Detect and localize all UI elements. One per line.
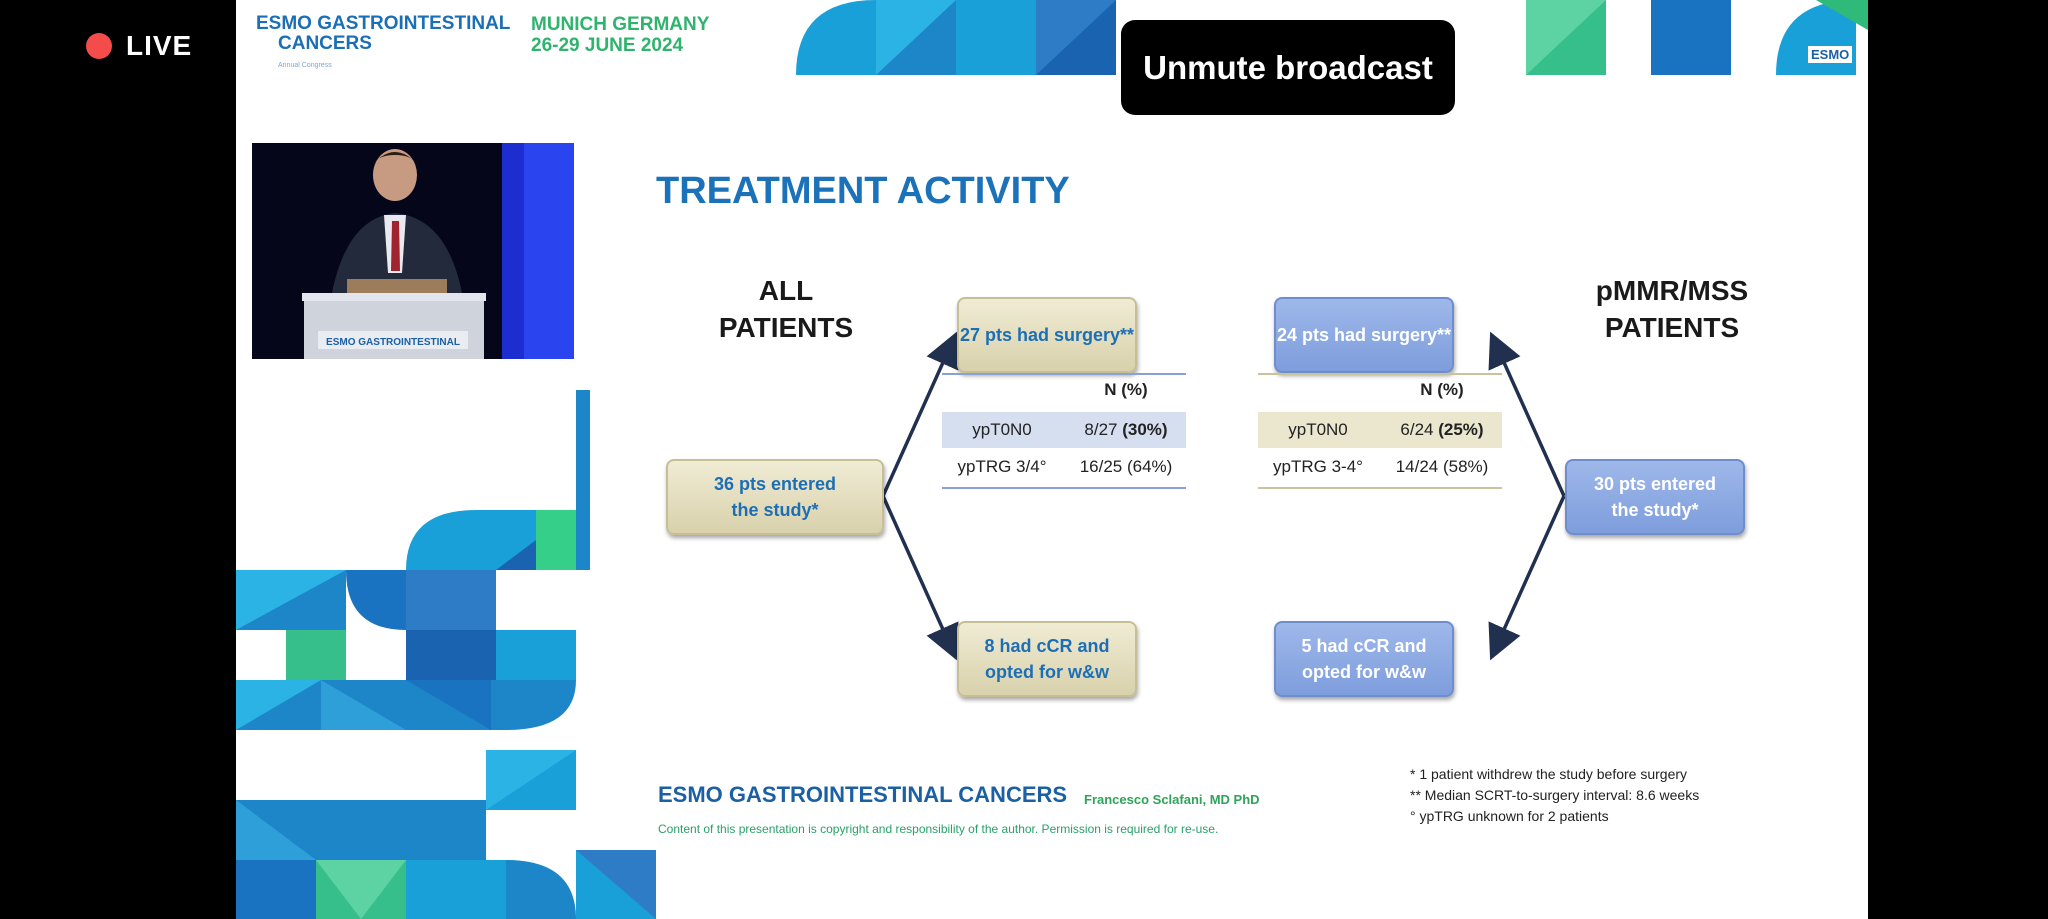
- table-cell-label: ypTRG 3/4°: [957, 457, 1047, 476]
- table-header-n: N (%): [1420, 380, 1464, 399]
- congress-logo-line1: ESMO GASTROINTESTINAL: [256, 13, 511, 34]
- live-indicator: LIVE: [86, 30, 192, 62]
- all-patients-line1: ALL: [758, 275, 814, 306]
- congress-logo-sub: Annual Congress: [278, 62, 332, 69]
- table-cell-value: 8/27 (30%): [1084, 420, 1168, 439]
- footnote: * 1 patient withdrew the study before su…: [1410, 766, 1688, 782]
- footer-copyright: Content of this presentation is copyrigh…: [658, 822, 1219, 836]
- congress-location: MUNICH GERMANY 26-29 JUNE 2024: [531, 14, 709, 56]
- presentation-slide: ESMO GASTROINTESTINAL CANCERS Annual Con…: [236, 0, 1868, 919]
- pmmr-ccr-box: 5 had cCR and opted for w&w: [1274, 621, 1454, 697]
- live-label: LIVE: [126, 30, 193, 61]
- table-header-row: N (%): [942, 372, 1186, 408]
- pmmr-patients-table: N (%) ypT0N0 6/24 (25%) ypTRG 3-4° 14/24…: [1258, 372, 1502, 492]
- pmmr-entered-box: 30 pts entered the study*: [1565, 459, 1745, 535]
- esmo-badge: ESMO: [1808, 46, 1853, 63]
- pmmr-ccr-line1: 5 had cCR and: [1301, 636, 1427, 656]
- live-dot-icon: [86, 33, 112, 59]
- all-patients-label: ALL PATIENTS: [686, 272, 886, 346]
- all-surgery-box: 27 pts had surgery**: [957, 297, 1137, 373]
- all-patients-line2: PATIENTS: [718, 312, 854, 343]
- pmmr-entered-line2: the study*: [1611, 500, 1699, 520]
- table-row: ypT0N0 8/27 (30%): [942, 412, 1186, 448]
- slide-title: TREATMENT ACTIVITY: [656, 170, 1070, 212]
- header-decoration: [796, 0, 1868, 75]
- table-cell-label: ypT0N0: [1288, 420, 1348, 439]
- unmute-broadcast-button[interactable]: Unmute broadcast: [1121, 20, 1455, 115]
- flow-arrows: [881, 331, 1566, 661]
- all-patients-table: N (%) ypT0N0 8/27 (30%) ypTRG 3/4° 16/25…: [942, 372, 1186, 492]
- speaker-video-thumbnail[interactable]: ESMO GASTROINTESTINAL: [252, 143, 574, 359]
- pmmr-surgery-box: 24 pts had surgery**: [1274, 297, 1454, 373]
- all-entered-line1: 36 pts entered: [713, 474, 837, 494]
- footer-logo: ESMO GASTROINTESTINAL CANCERS: [658, 782, 1068, 807]
- table-header-row: N (%): [1258, 372, 1502, 408]
- table-cell-value: 14/24 (58%): [1395, 457, 1489, 476]
- congress-dates: 26-29 JUNE 2024: [531, 35, 684, 56]
- table-row: ypTRG 3-4° 14/24 (58%): [1258, 449, 1502, 485]
- congress-city: MUNICH GERMANY: [531, 14, 710, 35]
- all-ccr-line1: 8 had cCR and: [984, 636, 1110, 656]
- all-ccr-box: 8 had cCR and opted for w&w: [957, 621, 1137, 697]
- table-cell-label: ypT0N0: [972, 420, 1032, 439]
- footer-author: Francesco Sclafani, MD PhD: [1084, 792, 1260, 807]
- all-ccr-line2: opted for w&w: [985, 662, 1109, 682]
- pmmr-patients-line2: PATIENTS: [1604, 312, 1740, 343]
- pmmr-ccr-line2: opted for w&w: [1302, 662, 1426, 682]
- speaker-image: ESMO GASTROINTESTINAL: [302, 143, 574, 359]
- table-row: ypTRG 3/4° 16/25 (64%): [942, 449, 1186, 485]
- pmmr-entered-line1: 30 pts entered: [1593, 474, 1717, 494]
- congress-logo-line2: CANCERS: [278, 33, 372, 54]
- congress-logo: ESMO GASTROINTESTINAL CANCERS Annual Con…: [256, 14, 510, 76]
- side-decoration: [236, 390, 656, 919]
- pmmr-patients-label: pMMR/MSS PATIENTS: [1572, 272, 1772, 346]
- footnote: ** Median SCRT-to-surgery interval: 8.6 …: [1410, 787, 1700, 803]
- footnotes: * 1 patient withdrew the study before su…: [1410, 764, 1699, 827]
- table-cell-value: 16/25 (64%): [1079, 457, 1173, 476]
- table-row: ypT0N0 6/24 (25%): [1258, 412, 1502, 448]
- footnote: ° ypTRG unknown for 2 patients: [1410, 808, 1609, 824]
- table-cell-label: ypTRG 3-4°: [1273, 457, 1363, 476]
- all-entered-line2: the study*: [731, 500, 819, 520]
- svg-text:ESMO GASTROINTESTINAL: ESMO GASTROINTESTINAL: [326, 337, 460, 348]
- table-header-n: N (%): [1104, 380, 1148, 399]
- pmmr-patients-line1: pMMR/MSS: [1595, 275, 1749, 306]
- all-entered-box: 36 pts entered the study*: [666, 459, 884, 535]
- table-cell-value: 6/24 (25%): [1400, 420, 1484, 439]
